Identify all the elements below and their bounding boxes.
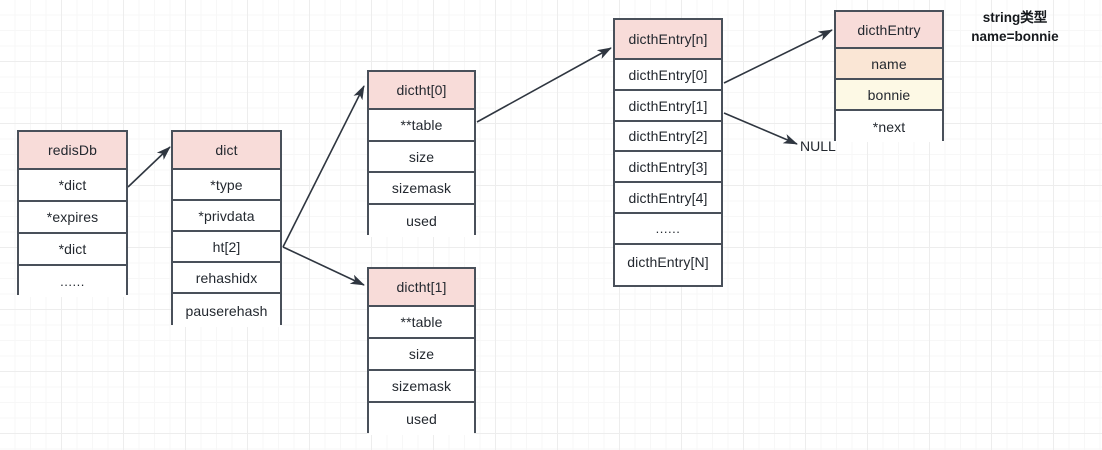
dictentrynode-row-2: bonnie bbox=[836, 80, 942, 111]
arrow-redisdb-dict bbox=[127, 146, 171, 188]
arrow-dict-dictht1 bbox=[282, 246, 365, 286]
dict-row-1: *type bbox=[173, 170, 280, 201]
dictht0-row-0: dictht[0] bbox=[369, 72, 474, 110]
dictht0-row-4: used bbox=[369, 205, 474, 237]
dictentrytable-row-4: dicthEntry[3] bbox=[615, 152, 721, 183]
dictentrytable-row-1: dicthEntry[0] bbox=[615, 60, 721, 91]
dictentrytable-row-5: dicthEntry[4] bbox=[615, 183, 721, 214]
dictentry-table-struct: dicthEntry[n]dicthEntry[0]dicthEntry[1]d… bbox=[613, 18, 723, 287]
dict-row-5: pauserehash bbox=[173, 294, 280, 327]
dictentrytable-row-2: dicthEntry[1] bbox=[615, 91, 721, 122]
dict-row-0: dict bbox=[173, 132, 280, 170]
dict-row-2: *privdata bbox=[173, 201, 280, 232]
dict-row-3: ht[2] bbox=[173, 232, 280, 263]
redisdb-row-4: ...... bbox=[19, 266, 126, 297]
note-line-2: name=bonnie bbox=[971, 29, 1059, 44]
dictentrynode-row-1: name bbox=[836, 49, 942, 80]
dictentrytable-row-6: ...... bbox=[615, 214, 721, 245]
redisdb-row-1: *dict bbox=[19, 170, 126, 202]
dict-row-4: rehashidx bbox=[173, 263, 280, 294]
dictentrytable-row-7: dicthEntry[N] bbox=[615, 245, 721, 278]
null-label: NULL bbox=[800, 138, 836, 154]
arrow-dict-dictht0 bbox=[282, 85, 365, 248]
dictht0-row-2: size bbox=[369, 142, 474, 173]
dictentrynode-row-3: *next bbox=[836, 111, 942, 142]
dictht0-row-1: **table bbox=[369, 110, 474, 142]
dictht1-row-4: used bbox=[369, 403, 474, 435]
dictentrytable-row-0: dicthEntry[n] bbox=[615, 20, 721, 60]
dictentrytable-row-3: dicthEntry[2] bbox=[615, 122, 721, 152]
redisdb-row-2: *expires bbox=[19, 202, 126, 234]
arrow-dictentry1-null bbox=[723, 112, 798, 145]
string-type-note: string类型 name=bonnie bbox=[940, 8, 1090, 46]
redisdb-row-3: *dict bbox=[19, 234, 126, 266]
dictentrynode-row-0: dicthEntry bbox=[836, 12, 942, 49]
redisdb-row-0: redisDb bbox=[19, 132, 126, 170]
arrow-dictht0-dictentrytable bbox=[476, 47, 612, 123]
redisDb-struct: redisDb*dict*expires*dict...... bbox=[17, 130, 128, 297]
dictht0-row-3: sizemask bbox=[369, 173, 474, 205]
dictht1-row-2: size bbox=[369, 339, 474, 371]
dictht1-row-0: dictht[1] bbox=[369, 269, 474, 307]
arrow-dictentry0-node bbox=[723, 29, 833, 84]
dictht1-row-3: sizemask bbox=[369, 371, 474, 403]
note-line-1: string类型 bbox=[982, 10, 1048, 25]
dictht1-row-1: **table bbox=[369, 307, 474, 339]
